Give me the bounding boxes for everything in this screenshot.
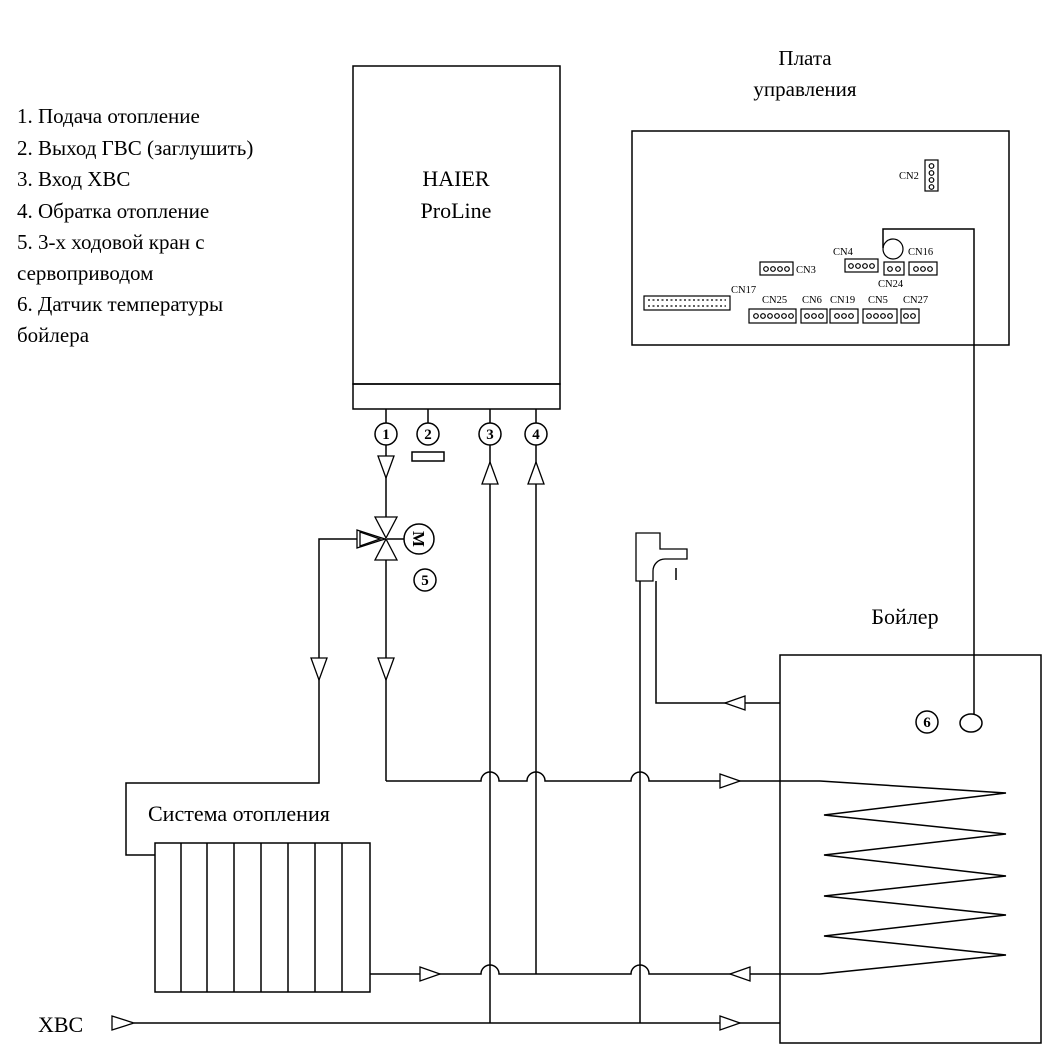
connector-cn16: CN16 [908, 247, 933, 258]
servo-motor-label: M [409, 531, 428, 547]
port-2-plug [411, 451, 445, 462]
sensor-wire [882, 228, 975, 714]
connector-cn24: CN24 [878, 279, 904, 290]
connector-cn25: CN25 [762, 295, 787, 306]
legend-item-4: 4. Обратка отопление [17, 199, 209, 223]
boiler-unit: HAIER ProLine [352, 65, 561, 410]
connector-cn27: CN27 [903, 295, 928, 306]
valve-number: 5 [421, 573, 429, 589]
connector-cn5: CN5 [868, 295, 888, 306]
legend-item-3: 3. Вход ХВС [17, 167, 130, 191]
cold-water-riser [481, 445, 499, 1023]
boiler-unit-brand: HAIER [422, 166, 490, 191]
cold-water-main: ХВС [38, 1012, 780, 1037]
connector-cn19: CN19 [830, 295, 855, 306]
port-3-number: 3 [486, 427, 494, 443]
servo-motor [403, 523, 435, 555]
storage-tank: Бойлер 6 [779, 604, 1042, 1044]
port-2: 2 [411, 409, 445, 462]
connector-cn4: CN4 [833, 247, 854, 258]
legend: 1. Подача отопление 2. Выход ГВС (заглуш… [17, 104, 253, 347]
legend-item-1: 1. Подача отопление [17, 104, 200, 128]
cold-water-label: ХВС [38, 1012, 83, 1037]
connector-cn3: CN3 [796, 265, 816, 276]
port-4: 4 [524, 409, 548, 446]
heating-supply-line [377, 445, 820, 789]
heating-return-line [370, 964, 820, 982]
three-way-valve: M 5 [356, 516, 437, 592]
legend-item-2: 2. Выход ГВС (заглушить) [17, 136, 253, 160]
legend-item-5: 5. 3-х ходовой кран с [17, 230, 205, 254]
control-board-title-1: Плата [778, 46, 832, 70]
port-1: 1 [374, 409, 398, 446]
port-3: 3 [478, 409, 502, 446]
heating-return-riser [527, 445, 545, 974]
sensor-number: 6 [923, 715, 931, 731]
control-board: Плата управления CN2 CN3 CN4 CN24 CN16 [631, 46, 1010, 346]
heating-branch-line [125, 531, 381, 856]
boiler-unit-model: ProLine [421, 198, 492, 223]
heating-system-label: Система отопления [148, 801, 330, 826]
connector-cn17: CN17 [731, 285, 756, 296]
control-board-title-2: управления [753, 77, 856, 101]
hot-water-tap [635, 532, 780, 1023]
connector-cn2: CN2 [899, 171, 919, 182]
connector-cn6: CN6 [802, 295, 822, 306]
port-2-number: 2 [424, 427, 432, 443]
heat-exchanger-coil [819, 780, 1007, 975]
port-1-number: 1 [382, 427, 390, 443]
legend-item-6-cont: бойлера [17, 323, 90, 347]
temperature-sensor [959, 713, 983, 733]
radiator: Система отопления [148, 801, 371, 993]
legend-item-6: 6. Датчик температуры [17, 292, 223, 316]
storage-tank-label: Бойлер [871, 604, 938, 629]
legend-item-5-cont: сервоприводом [17, 261, 153, 285]
port-4-number: 4 [532, 427, 540, 443]
